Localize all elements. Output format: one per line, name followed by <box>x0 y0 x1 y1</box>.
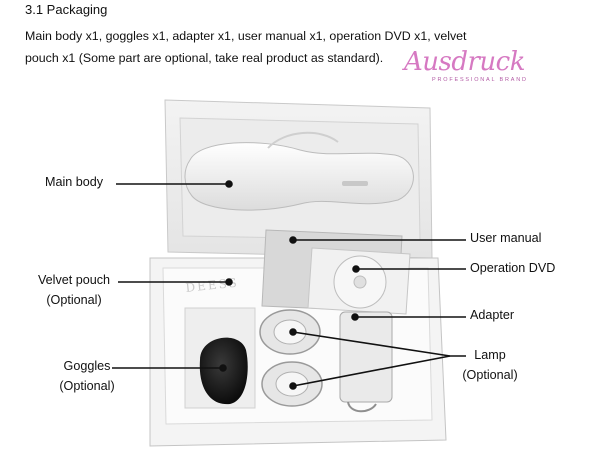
watermark-brand: Ausdruck <box>404 47 526 77</box>
label-user-manual: User manual <box>470 231 542 245</box>
label-goggles: Goggles <box>63 359 111 373</box>
label-lamp-optional: (Optional) <box>462 368 518 382</box>
packaging-description: Main body x1, goggles x1, adapter x1, us… <box>25 25 573 69</box>
label-lamp: Lamp <box>474 348 506 362</box>
label-lamp-group: Lamp (Optional) <box>452 348 528 382</box>
watermark-logo: Ausdruck PROFESSIONAL BRAND <box>404 47 526 83</box>
main-body-device <box>184 142 414 211</box>
label-goggles-group: Goggles (Optional) <box>48 359 126 393</box>
description-line-1: Main body x1, goggles x1, adapter x1, us… <box>25 29 467 43</box>
label-velvet-optional: (Optional) <box>46 293 102 307</box>
label-adapter: Adapter <box>470 308 515 322</box>
adapter-item <box>339 311 393 403</box>
label-velvet-pouch: Velvet pouch <box>37 273 111 287</box>
device-hump <box>267 131 339 149</box>
label-velvet-pouch-group: Velvet pouch (Optional) <box>33 273 115 307</box>
device-indicator <box>342 181 368 186</box>
description-line-2: pouch x1 (Some part are optional, take r… <box>25 51 384 65</box>
watermark-tagline: PROFESSIONAL BRAND <box>432 77 528 83</box>
section-heading: 3.1 Packaging <box>25 2 108 17</box>
label-goggles-optional: (Optional) <box>59 379 115 393</box>
label-operation-dvd: Operation DVD <box>470 261 556 275</box>
label-main-body: Main body <box>45 175 104 189</box>
